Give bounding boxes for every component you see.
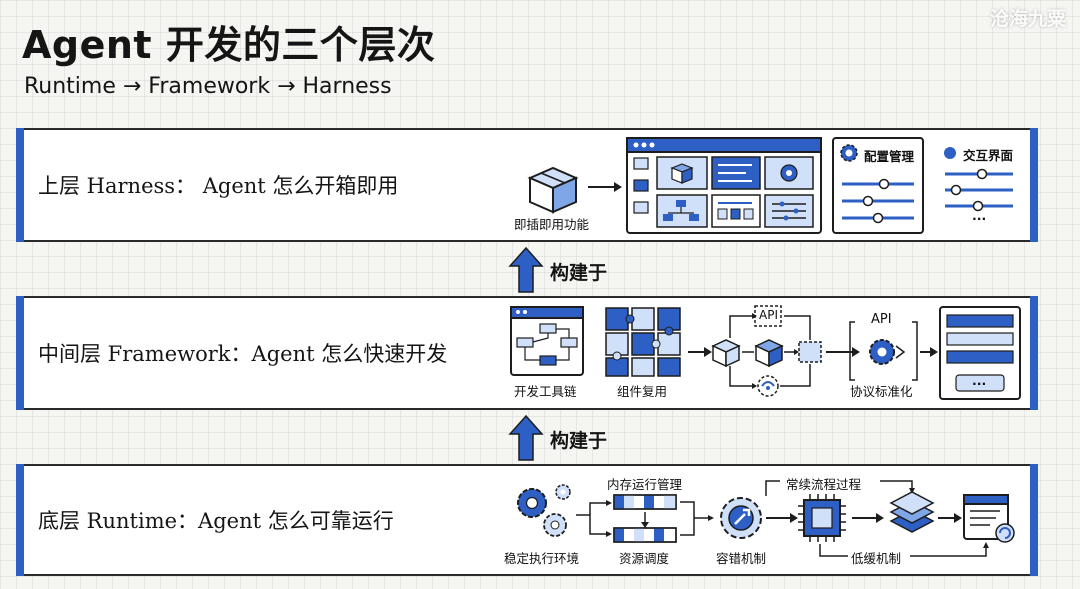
arrow-right-icon <box>826 347 860 357</box>
caption-api-box: API <box>759 308 778 322</box>
ui-controls-icon <box>944 147 1013 212</box>
caption-reuse: 组件复用 <box>617 384 668 399</box>
puzzle-icon <box>605 307 681 377</box>
caption-plugin: 即插即用功能 <box>514 217 590 232</box>
caption-memory: 内存运行管理 <box>607 477 683 492</box>
layer-runtime: 底层 Runtime：Agent 怎么可靠运行 <box>16 464 1038 576</box>
toolchain-window-icon <box>510 306 584 376</box>
arrow-right-icon <box>588 182 622 192</box>
caption-flow: 常续流程过程 <box>786 477 862 492</box>
layer-framework-label: 中间层 Framework：Agent 怎么快速开发 <box>38 342 448 366</box>
caption-list-ellipsis: ... <box>972 373 987 388</box>
layers-stack-icon <box>889 491 935 533</box>
arrow-right-icon <box>766 513 798 523</box>
arrow-up-icon <box>508 414 544 461</box>
app-window-icon <box>626 137 822 234</box>
document-refresh-icon <box>963 494 1015 543</box>
arrow-right-icon <box>852 513 884 523</box>
arrow-right-icon <box>920 347 938 357</box>
wrench-gear-icon <box>720 497 762 539</box>
arrow-up-icon <box>508 246 544 293</box>
chip-icon <box>798 494 846 542</box>
caption-api-gear: API <box>871 312 892 327</box>
caption-toolchain: 开发工具链 <box>514 384 577 399</box>
caption-ui: 交互界面 <box>963 148 1014 163</box>
list-panel-icon <box>939 306 1021 400</box>
arrow-right-icon <box>688 347 712 357</box>
gear-icon <box>840 144 858 162</box>
gears-icon <box>517 484 571 537</box>
caption-fault: 容错机制 <box>716 551 767 566</box>
package-box-icon <box>527 166 579 214</box>
caption-protocol: 协议标准化 <box>850 384 913 399</box>
caption-env: 稳定执行环境 <box>504 551 580 566</box>
watermark: 沧海九粟 <box>989 8 1066 30</box>
caption-config: 配置管理 <box>864 149 915 164</box>
layer-runtime-label: 底层 Runtime：Agent 怎么可靠运行 <box>38 509 394 533</box>
layer-harness-label: 上层 Harness： Agent 怎么开箱即用 <box>38 174 399 198</box>
module-network-icon <box>711 305 822 397</box>
memory-bar-icon <box>613 494 677 543</box>
built-on-label-2: 构建于 <box>550 430 608 452</box>
caption-resource: 资源调度 <box>619 551 670 566</box>
config-panel-icon <box>832 137 924 234</box>
caption-latency: 低缓机制 <box>851 551 902 566</box>
api-gear-icon <box>849 321 918 381</box>
built-on-label-1: 构建于 <box>550 262 608 284</box>
arrow-right-icon <box>938 513 962 523</box>
caption-ui-ellipsis: ... <box>972 208 987 223</box>
page-title: Agent 开发的三个层次 <box>22 23 436 67</box>
page-subtitle: Runtime → Framework → Harness <box>24 74 392 99</box>
